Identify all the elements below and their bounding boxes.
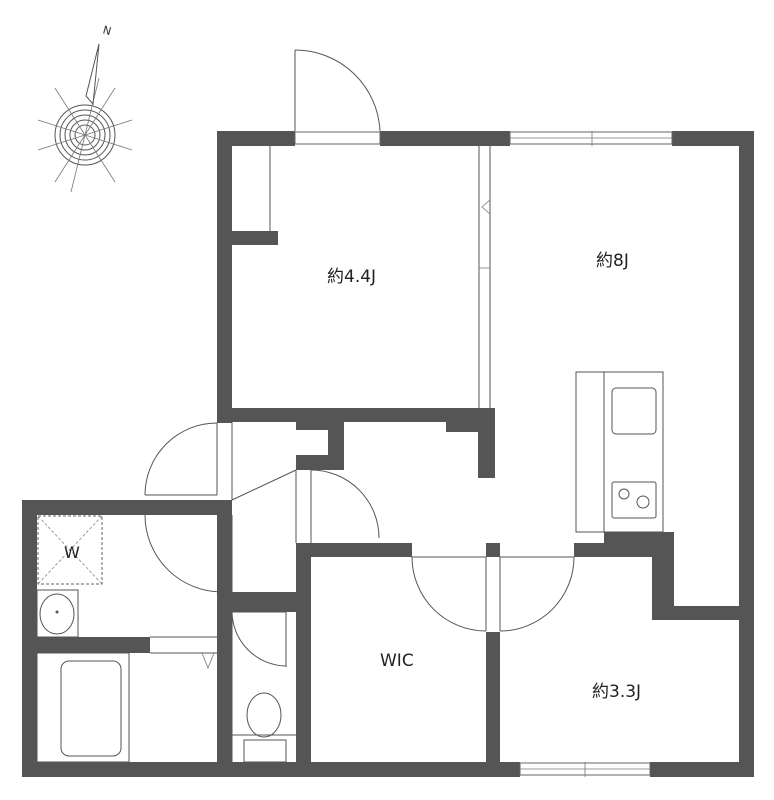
toilet-room bbox=[231, 611, 296, 763]
compass-rose-icon: N bbox=[37, 23, 133, 193]
washer-label: W bbox=[64, 543, 80, 562]
bathtub-icon bbox=[36, 636, 217, 763]
hall-doors bbox=[144, 422, 380, 593]
washbasin-icon bbox=[36, 589, 79, 638]
entry-door-opening bbox=[294, 131, 381, 145]
windows bbox=[294, 131, 673, 777]
exterior-walls bbox=[22, 131, 754, 777]
interior-walls bbox=[37, 146, 754, 777]
room-c-door bbox=[491, 556, 575, 708]
kitchen-counter bbox=[575, 371, 664, 533]
washer-area bbox=[36, 515, 103, 638]
stove-icon bbox=[611, 481, 657, 519]
entry-door bbox=[294, 49, 381, 132]
wic-door bbox=[411, 556, 487, 632]
room-a-label: 約4.4J bbox=[327, 267, 376, 287]
room-c-label: 約3.3J bbox=[592, 682, 641, 702]
wic-label: WIC bbox=[380, 651, 414, 671]
sink-icon bbox=[611, 387, 657, 435]
toilet-icon bbox=[246, 692, 282, 738]
north-label: N bbox=[101, 23, 112, 38]
room-b-label: 約8J bbox=[596, 251, 629, 271]
sliding-door bbox=[478, 146, 491, 408]
